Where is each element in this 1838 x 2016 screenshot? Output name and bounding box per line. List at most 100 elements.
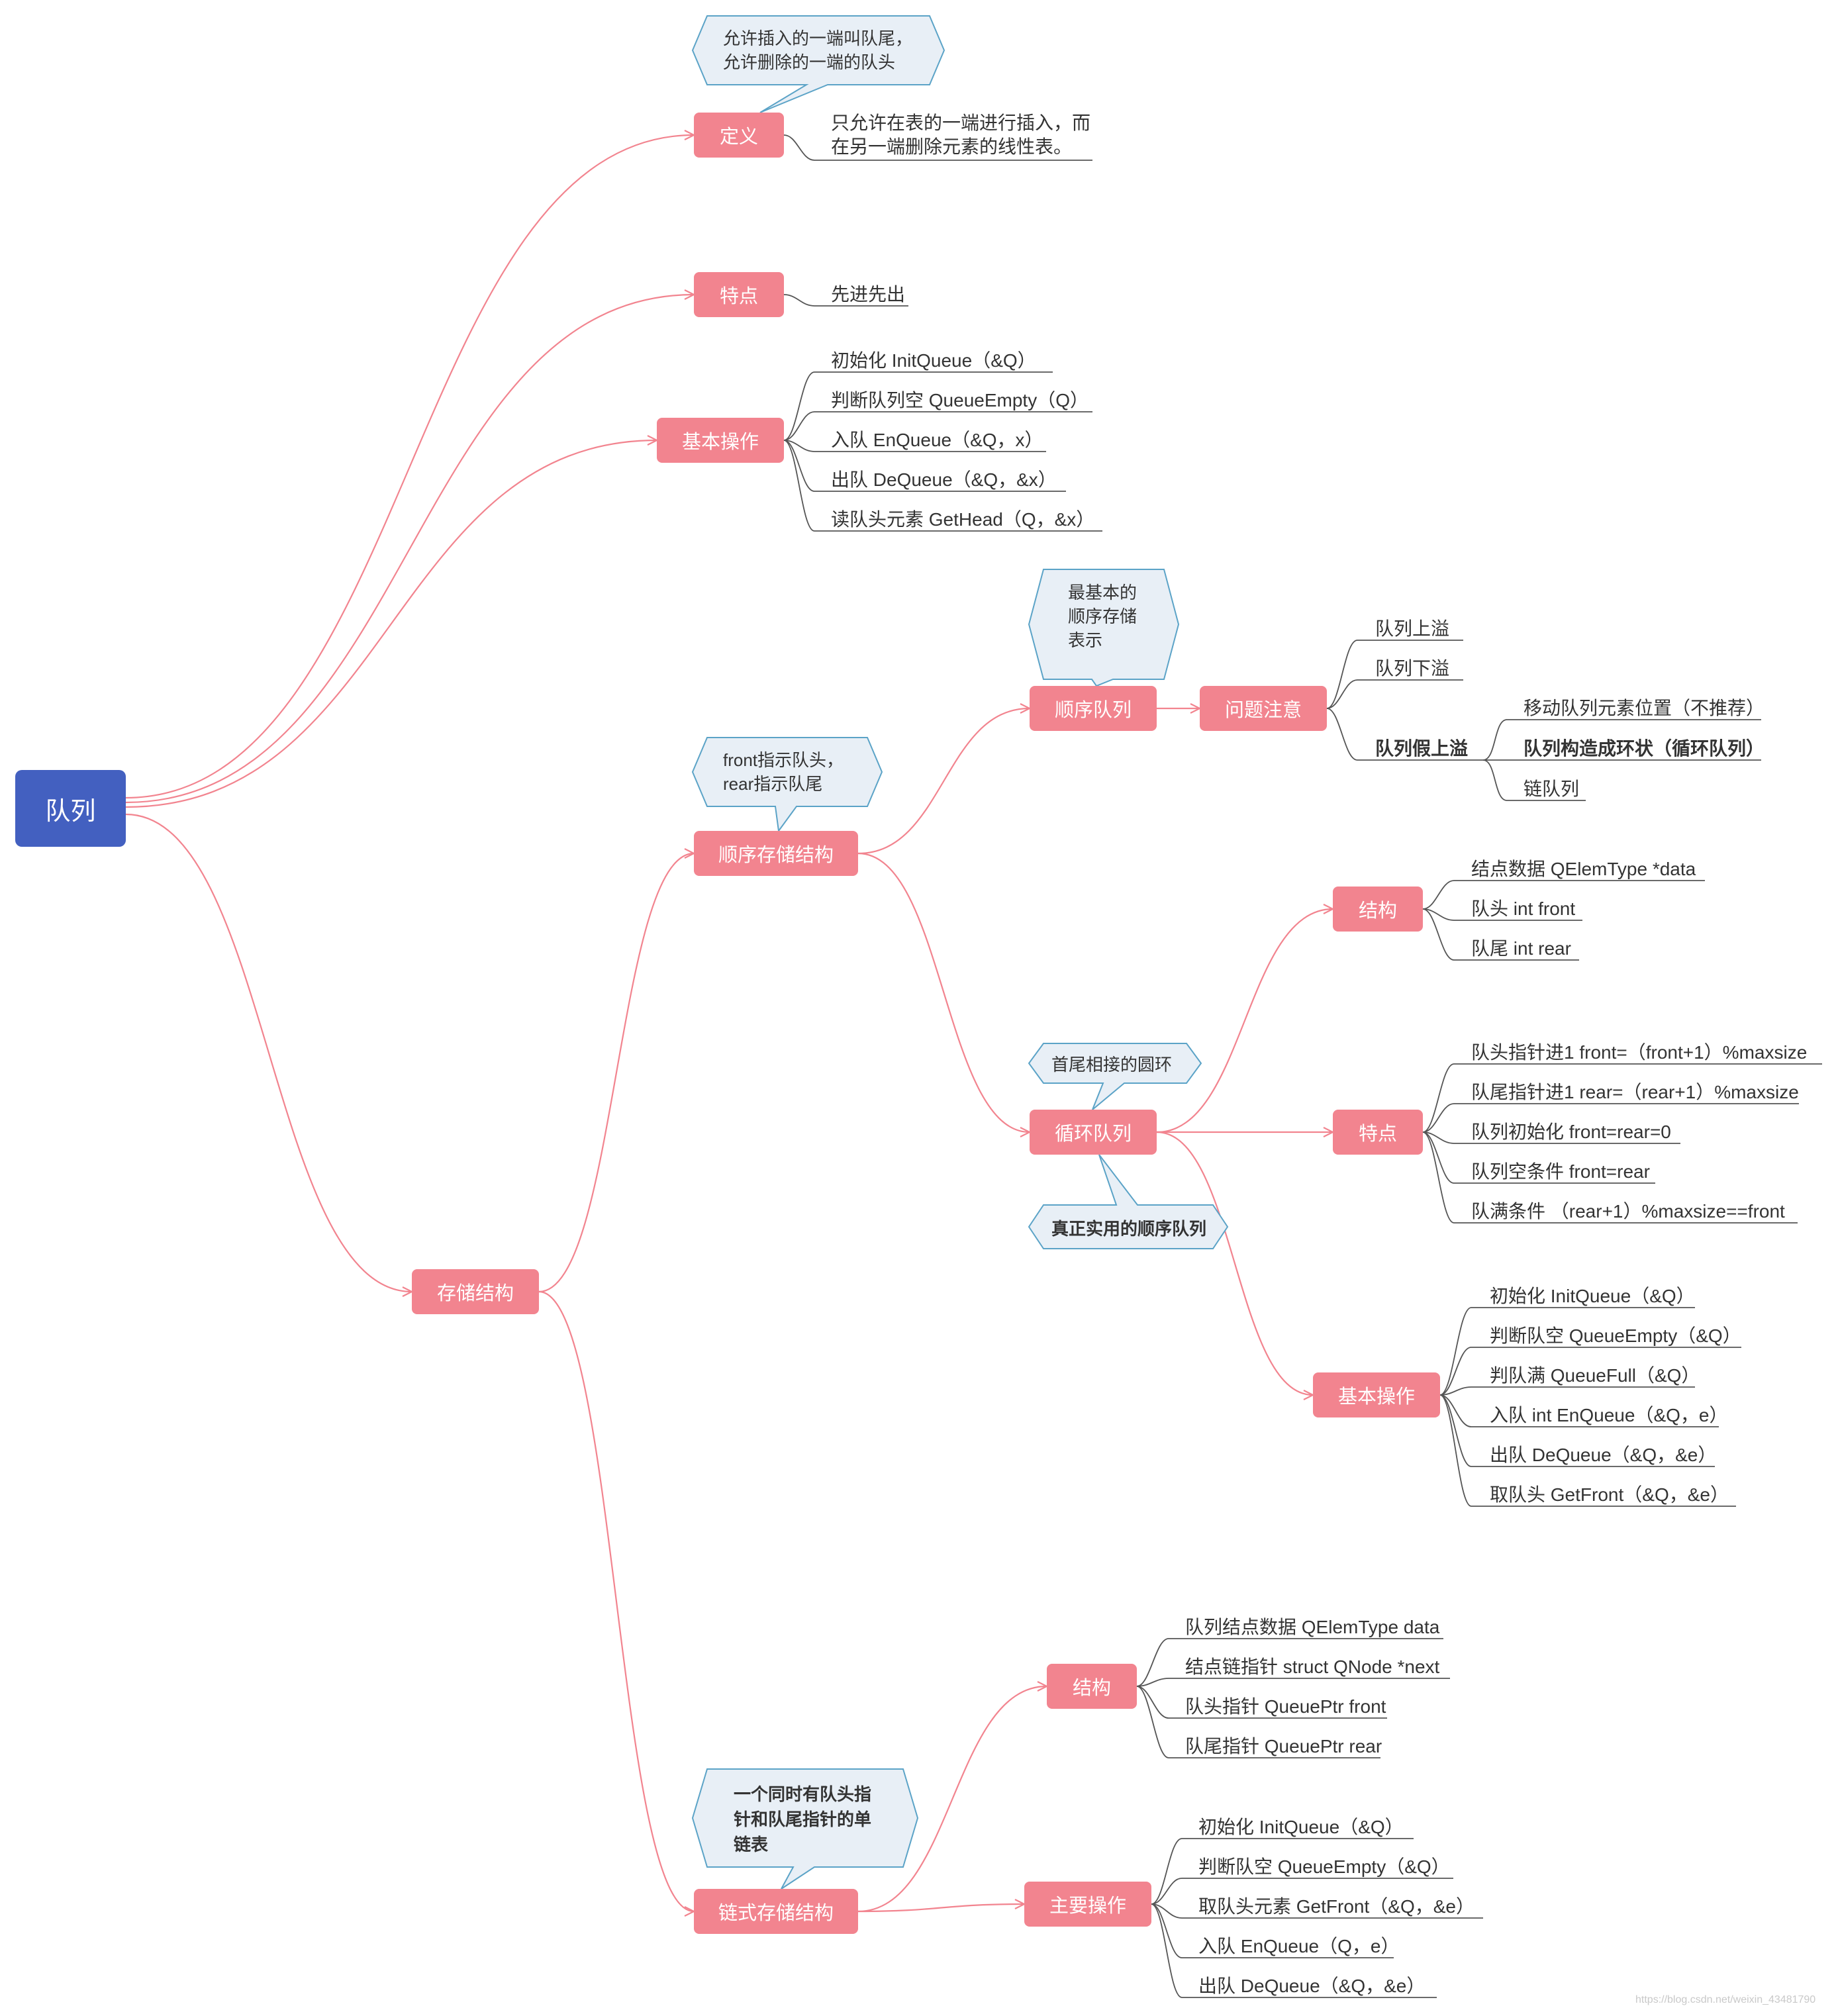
callout-linked-line3: 链表 bbox=[734, 1835, 769, 1854]
leaf-underline bbox=[1151, 1838, 1414, 1905]
leaf-underline bbox=[783, 411, 1092, 441]
topic-feature[interactable]: 特点 bbox=[694, 272, 784, 317]
branch-connector bbox=[125, 134, 695, 799]
arrow-head bbox=[684, 1906, 696, 1917]
callout-bubble-linked bbox=[691, 1768, 919, 1890]
callout-sequential-line1: front指示队头， bbox=[723, 750, 844, 770]
branch-connector bbox=[1156, 1131, 1314, 1396]
topic-circular-queue[interactable]: 循环队列 bbox=[1030, 1110, 1157, 1155]
leaf-underline bbox=[1422, 880, 1705, 910]
branch-connector bbox=[857, 852, 1030, 1133]
branch-connector bbox=[857, 1685, 1047, 1913]
topic-linked-ops[interactable]: 主要操作 bbox=[1024, 1882, 1151, 1927]
leaf-underline bbox=[1151, 1878, 1453, 1905]
linked-structure-item: 队列结点数据 QElemType data bbox=[1185, 1617, 1440, 1637]
branch-connector bbox=[125, 439, 657, 808]
callout-seq-queue-line2: 顺序存储 bbox=[1068, 606, 1137, 626]
leaf-underline bbox=[1482, 719, 1761, 761]
watermark: https://blog.csdn.net/weixin_43481790 bbox=[1635, 1994, 1816, 2005]
leaf-underline bbox=[1422, 908, 1582, 921]
leaf-underline bbox=[1439, 1386, 1695, 1396]
leaf-underline bbox=[1482, 759, 1586, 801]
circular-op-item: 入队 int EnQueue（&Q，e） bbox=[1490, 1405, 1728, 1425]
circular-op-item: 出队 DeQueue（&Q，&e） bbox=[1490, 1445, 1717, 1465]
topic-circular-ops[interactable]: 基本操作 bbox=[1313, 1372, 1440, 1417]
callout-definition-line2: 允许删除的一端的队头 bbox=[723, 52, 896, 72]
topic-definition[interactable]: 定义 bbox=[694, 113, 784, 158]
topic-circular-features[interactable]: 特点 bbox=[1333, 1110, 1423, 1155]
issue-false-overflow: 队列假上溢 bbox=[1375, 738, 1469, 759]
circular-feature-item: 队头指针进1 front=（front+1）%maxsize bbox=[1471, 1042, 1808, 1063]
leaf-underline bbox=[1422, 1103, 1799, 1133]
leaf-underline bbox=[1439, 1307, 1695, 1396]
topic-issues[interactable]: 问题注意 bbox=[1200, 686, 1327, 731]
basic-op-item: 初始化 InitQueue（&Q） bbox=[831, 350, 1036, 371]
leaf-underline bbox=[1422, 1131, 1655, 1184]
basic-op-item: 读队头元素 GetHead（Q，&x） bbox=[831, 509, 1095, 530]
topic-storage[interactable]: 存储结构 bbox=[412, 1269, 539, 1314]
circular-structure-item: 队尾 int rear bbox=[1471, 938, 1571, 959]
basic-op-item: 入队 EnQueue（&Q，x） bbox=[831, 430, 1043, 450]
circular-structure-item: 队头 int front bbox=[1471, 898, 1576, 919]
basic-op-item: 出队 DeQueue（&Q，&x） bbox=[831, 469, 1057, 490]
leaf-underline bbox=[1326, 708, 1483, 761]
issue-underflow: 队列下溢 bbox=[1375, 658, 1450, 679]
leaf-underline bbox=[1422, 1131, 1680, 1144]
branch-connector bbox=[125, 813, 412, 1293]
leaf-underline bbox=[1136, 1686, 1380, 1758]
definition-text-line2: 在另一端删除元素的线性表。 bbox=[831, 136, 1073, 157]
callout-linked-line2: 针和队尾指针的单 bbox=[734, 1809, 872, 1829]
circular-feature-item: 队列空条件 front=rear bbox=[1471, 1161, 1650, 1182]
topic-linked-storage[interactable]: 链式存储结构 bbox=[694, 1889, 858, 1934]
leaf-underline bbox=[1422, 1063, 1822, 1133]
leaf-underline bbox=[1439, 1394, 1719, 1427]
callout-bubble-definition bbox=[691, 15, 945, 113]
false-overflow-item: 链队列 bbox=[1524, 779, 1580, 799]
leaf-underline bbox=[783, 294, 908, 307]
callout-sequential-line2: rear指示队尾 bbox=[723, 774, 823, 794]
circular-op-item: 初始化 InitQueue（&Q） bbox=[1490, 1286, 1695, 1306]
callout-circular-bottom: 真正实用的顺序队列 bbox=[1051, 1219, 1207, 1239]
callout-bubble-sequential bbox=[691, 737, 883, 833]
false-overflow-item: 移动队列元素位置（不推荐） bbox=[1524, 698, 1765, 718]
topic-circular-structure[interactable]: 结构 bbox=[1333, 887, 1423, 932]
callout-definition-line1: 允许插入的一端叫队尾， bbox=[723, 28, 913, 48]
branch-connector bbox=[538, 852, 695, 1293]
callout-bubble-seq-queue bbox=[1028, 569, 1180, 687]
linked-structure-item: 结点链指针 struct QNode *next bbox=[1185, 1656, 1440, 1677]
root-topic-queue[interactable]: 队列 bbox=[15, 770, 126, 847]
leaf-underline bbox=[783, 440, 1046, 452]
leaf-underline bbox=[783, 440, 1066, 492]
definition-text-line1: 只允许在表的一端进行插入，而 bbox=[831, 113, 1091, 133]
circular-feature-item: 队满条件 （rear+1）%maxsize==front bbox=[1471, 1201, 1785, 1222]
leaf-underline bbox=[1136, 1678, 1450, 1687]
linked-structure-item: 队头指针 QueuePtr front bbox=[1185, 1696, 1386, 1717]
branch-connector bbox=[857, 1903, 1025, 1913]
leaf-underline bbox=[1151, 1903, 1483, 1919]
basic-op-item: 判断队列空 QueueEmpty（Q） bbox=[831, 390, 1088, 410]
leaf-underline bbox=[1326, 640, 1463, 709]
callout-bubble-circular-top bbox=[1028, 1043, 1202, 1110]
callout-circular-top: 首尾相接的圆环 bbox=[1051, 1055, 1173, 1075]
leaf-underline bbox=[1439, 1347, 1741, 1396]
callout-bubble-circular-bottom bbox=[1028, 1154, 1229, 1249]
feature-fifo: 先进先出 bbox=[831, 284, 906, 305]
topic-basic-ops[interactable]: 基本操作 bbox=[657, 418, 784, 463]
circular-feature-item: 队列初始化 front=rear=0 bbox=[1471, 1122, 1671, 1142]
circular-structure-item: 结点数据 QElemType *data bbox=[1471, 859, 1696, 879]
linked-op-item: 取队头元素 GetFront（&Q，&e） bbox=[1198, 1896, 1475, 1917]
linked-op-item: 初始化 InitQueue（&Q） bbox=[1198, 1817, 1404, 1837]
linked-op-item: 判断队空 QueueEmpty（&Q） bbox=[1198, 1856, 1450, 1877]
branch-connector bbox=[538, 1290, 695, 1913]
leaf-underline bbox=[1439, 1394, 1736, 1507]
topic-linked-structure[interactable]: 结构 bbox=[1047, 1664, 1137, 1709]
linked-structure-item: 队尾指针 QueuePtr rear bbox=[1185, 1736, 1382, 1756]
circular-op-item: 判队满 QueueFull（&Q） bbox=[1490, 1365, 1700, 1386]
topic-sequential-storage[interactable]: 顺序存储结构 bbox=[694, 831, 858, 876]
leaf-underline bbox=[783, 134, 1092, 161]
leaf-underline bbox=[1136, 1686, 1387, 1719]
linked-op-item: 出队 DeQueue（&Q，&e） bbox=[1198, 1976, 1426, 1996]
topic-seq-queue[interactable]: 顺序队列 bbox=[1030, 686, 1157, 731]
linked-op-item: 入队 EnQueue（Q，e） bbox=[1198, 1936, 1400, 1956]
